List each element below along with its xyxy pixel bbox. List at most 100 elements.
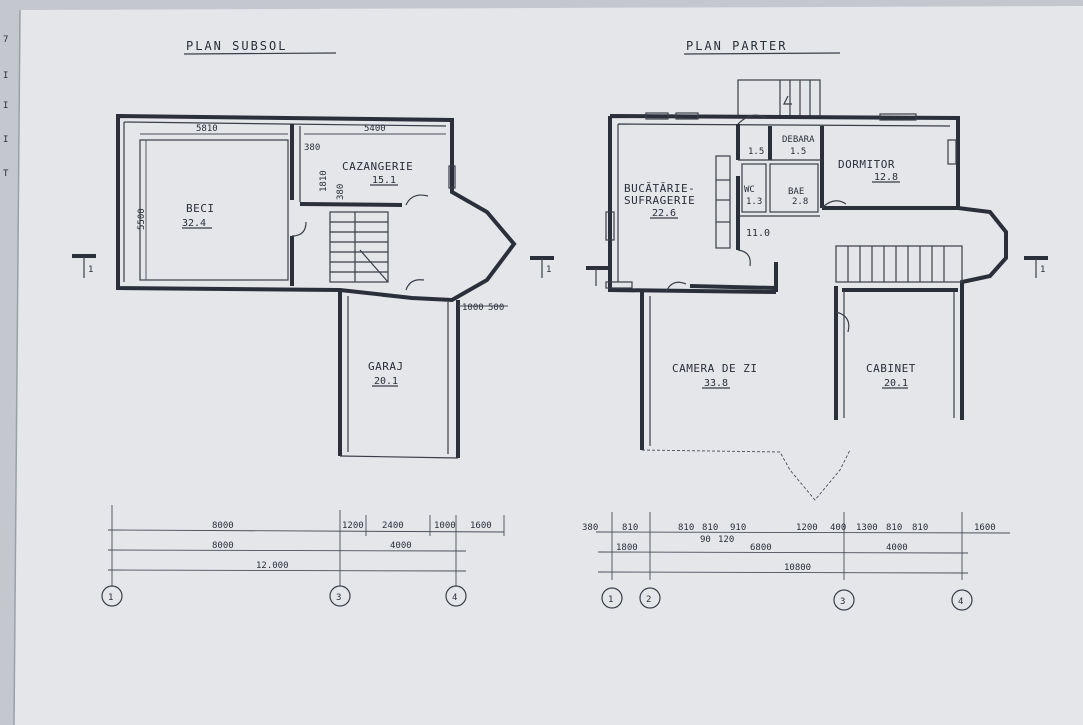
dim-chain-value: 910 bbox=[730, 523, 746, 533]
faded-bay bbox=[641, 449, 851, 501]
window bbox=[605, 281, 633, 289]
dim-chain-value: 810 bbox=[912, 523, 928, 533]
dim-chain-value: 1800 bbox=[616, 543, 638, 553]
room-area-small-hall: 1.5 bbox=[748, 147, 764, 157]
door-arc bbox=[405, 194, 429, 206]
dim-chain-value: 1000 bbox=[434, 521, 456, 531]
section-mark-left: 1 bbox=[72, 254, 96, 278]
basement-outer-wall bbox=[116, 113, 517, 303]
svg-text:3: 3 bbox=[336, 593, 341, 603]
room-area-debara: 1.5 bbox=[790, 147, 806, 157]
dim-chain-value: 2400 bbox=[382, 521, 404, 531]
dim-chain-value: 90 bbox=[700, 535, 711, 545]
svg-text:4: 4 bbox=[452, 593, 457, 603]
margin-mark: I bbox=[3, 71, 8, 81]
window bbox=[879, 113, 917, 121]
dim-chain-value: 400 bbox=[830, 523, 846, 533]
margin-mark: 7 bbox=[3, 35, 8, 45]
svg-text:1: 1 bbox=[108, 593, 113, 603]
basement-stair bbox=[329, 211, 389, 283]
ground-inner-wall bbox=[617, 123, 951, 282]
dim-cazangerie-width: 5400 bbox=[364, 124, 386, 134]
dim-beci-width: 5810 bbox=[196, 124, 218, 134]
kitchen-counter bbox=[715, 155, 731, 249]
wall-cazangerie-bottom bbox=[299, 202, 403, 207]
dim-chain-value: 1600 bbox=[974, 523, 996, 533]
margin-marks: 7 I I I T bbox=[3, 35, 9, 179]
ground-stair bbox=[835, 245, 963, 283]
basement-dim-chains: 8000 1200 2400 1000 1600 8000 4000 12.00… bbox=[107, 505, 505, 580]
window bbox=[675, 112, 699, 120]
room-area-hall: 11.0 bbox=[746, 228, 770, 239]
wc-room bbox=[741, 163, 767, 213]
paper-sheet bbox=[14, 6, 1083, 725]
svg-text:1: 1 bbox=[546, 265, 551, 275]
section-mark-right: 1 bbox=[530, 256, 554, 278]
room-name-debara: DEBARA bbox=[782, 135, 815, 145]
room-area-bae: 2.8 bbox=[792, 197, 808, 207]
ground-floor-plan: PLAN PARTER bbox=[582, 39, 1048, 611]
axis-marker bbox=[639, 587, 661, 609]
room-area-cazangerie: 15.1 bbox=[372, 175, 396, 186]
dim-chain-value: 6800 bbox=[750, 543, 772, 553]
room-name-sufragerie: SUFRAGERIE bbox=[624, 194, 695, 207]
ground-section-left bbox=[586, 266, 608, 286]
room-area-beci: 32.4 bbox=[182, 218, 206, 229]
window bbox=[947, 139, 957, 165]
ground-dim-chains: 380 810 810 810 90 120 910 1200 400 1300… bbox=[582, 512, 1011, 580]
window bbox=[645, 112, 669, 120]
room-name-wc: WC bbox=[744, 185, 755, 195]
axis-marker bbox=[329, 585, 351, 607]
ground-title: PLAN PARTER bbox=[686, 39, 787, 53]
room-area-dormitor: 12.8 bbox=[874, 172, 898, 183]
dim-chain-value: 12.000 bbox=[256, 561, 289, 571]
room-name-garaj: GARAJ bbox=[368, 360, 404, 373]
paper-edge bbox=[13, 9, 21, 725]
basement-axis-markers: 1 3 4 bbox=[101, 580, 467, 607]
dim-chain-value: 1600 bbox=[470, 521, 492, 531]
room-name-dormitor: DORMITOR bbox=[838, 158, 895, 171]
dim-chain-value: 120 bbox=[718, 535, 734, 545]
dim-chain-value: 1200 bbox=[796, 523, 818, 533]
dim-1810: 1810 bbox=[319, 170, 329, 192]
dim-chain-value: 810 bbox=[702, 523, 718, 533]
axis-marker bbox=[445, 585, 467, 607]
window bbox=[448, 165, 456, 189]
dim-chain-value: 8000 bbox=[212, 541, 234, 551]
garage-walls bbox=[338, 292, 460, 458]
dim-chain-value: 8000 bbox=[212, 521, 234, 531]
dim-chain-value: 1300 bbox=[856, 523, 878, 533]
dim-380b: 380 bbox=[336, 184, 346, 200]
living-cabinet-walls bbox=[640, 286, 964, 450]
door-arc bbox=[665, 281, 687, 293]
dim-chain-value: 4000 bbox=[390, 541, 412, 551]
dim-chain-value: 810 bbox=[886, 523, 902, 533]
axis-marker bbox=[951, 589, 973, 611]
room-area-garaj: 20.1 bbox=[374, 376, 398, 387]
door-arc bbox=[821, 200, 847, 209]
svg-text:1: 1 bbox=[1040, 265, 1045, 275]
ground-axis-markers: 1 2 3 4 bbox=[601, 587, 973, 611]
title-underline bbox=[683, 52, 841, 55]
axis-marker bbox=[101, 585, 123, 607]
door-arc bbox=[737, 114, 767, 125]
ground-outer-wall bbox=[608, 114, 1008, 294]
axis-marker bbox=[833, 589, 855, 611]
beci-room bbox=[139, 139, 289, 281]
basement-inner-wall bbox=[123, 121, 447, 282]
dim-500: 500 bbox=[488, 303, 504, 313]
svg-text:2: 2 bbox=[646, 595, 651, 605]
bae-room bbox=[769, 163, 819, 213]
svg-text:1: 1 bbox=[88, 265, 93, 275]
dim-chain-value: 380 bbox=[582, 523, 598, 533]
window bbox=[605, 211, 615, 241]
room-area-wc: 1.3 bbox=[746, 197, 762, 207]
dim-380: 380 bbox=[304, 143, 320, 153]
margin-mark: I bbox=[3, 135, 8, 145]
room-name-bucatarie: BUCĂTĂRIE- bbox=[624, 182, 695, 195]
margin-mark: I bbox=[3, 101, 8, 111]
dim-chain-value: 1200 bbox=[342, 521, 364, 531]
svg-text:1: 1 bbox=[608, 595, 613, 605]
wall bbox=[689, 284, 777, 290]
